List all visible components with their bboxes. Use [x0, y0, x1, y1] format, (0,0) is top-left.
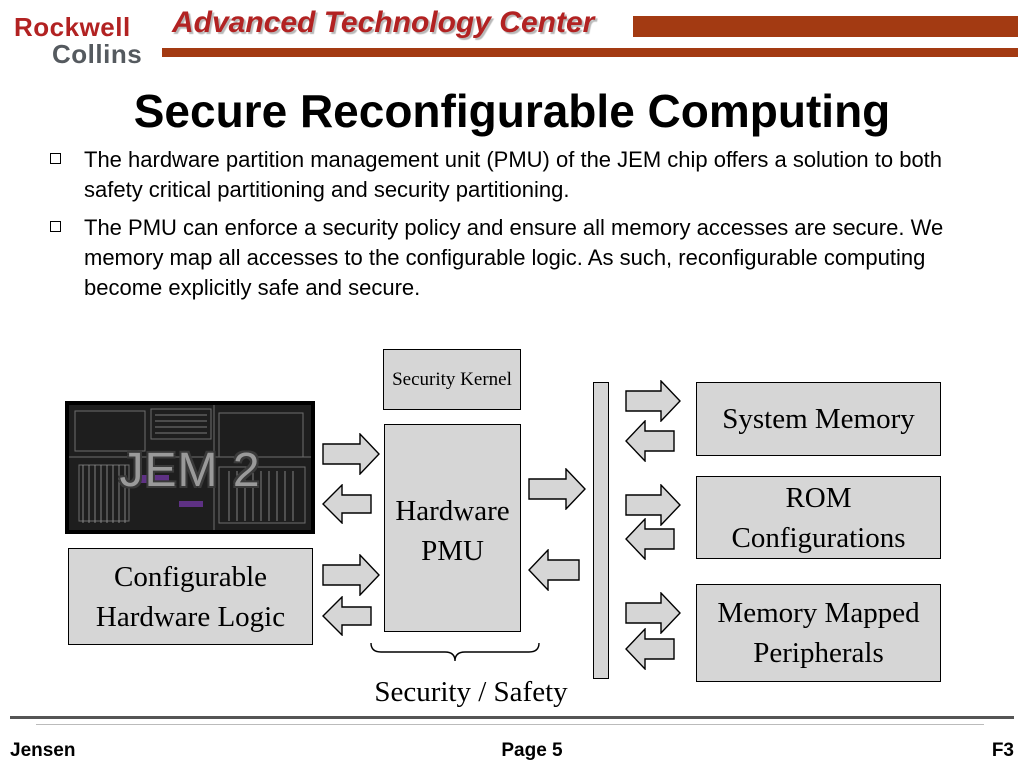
- section-title: Advanced Technology Center: [172, 6, 595, 39]
- square-bullet-icon: [50, 221, 61, 232]
- left-arrow-icon: [322, 596, 372, 636]
- footer-author: Jensen: [10, 740, 76, 761]
- footer-rule-thin: [36, 724, 984, 725]
- slide-title: Secure Reconfigurable Computing: [133, 85, 891, 137]
- hardware-pmu-box: Hardware PMU: [384, 424, 521, 632]
- bullet-item: The hardware partition management unit (…: [44, 145, 984, 205]
- footer-code: F3: [991, 740, 1014, 761]
- security-kernel-box: Security Kernel: [383, 349, 521, 410]
- rom-configurations-label: ROM Configurations: [731, 481, 906, 554]
- logo-rockwell-text: Rockwell: [14, 12, 131, 42]
- bullet-item: The PMU can enforce a security policy an…: [44, 213, 984, 303]
- right-arrow-icon: [322, 433, 380, 475]
- left-arrow-icon: [625, 628, 675, 670]
- bullet-list: The hardware partition management unit (…: [44, 145, 984, 311]
- security-kernel-label: Security Kernel: [392, 368, 512, 390]
- hardware-pmu-label: Hardware PMU: [395, 495, 510, 567]
- right-arrow-icon: [322, 554, 380, 596]
- rockwell-collins-logo: Rockwell Collins: [14, 10, 159, 69]
- memory-mapped-peripherals-box: Memory Mapped Peripherals: [696, 584, 941, 682]
- chip-label: JEM 2: [119, 444, 261, 497]
- memory-mapped-peripherals-label: Memory Mapped Peripherals: [717, 597, 920, 669]
- right-arrow-icon: [625, 592, 681, 634]
- system-memory-box: System Memory: [696, 382, 941, 456]
- curly-brace-icon: [370, 642, 540, 662]
- system-memory-label: System Memory: [722, 402, 915, 435]
- jem2-chip-image: JEM 2: [65, 401, 315, 534]
- system-bus: [593, 382, 609, 679]
- header-bar-thin: [162, 48, 1018, 57]
- footer-rule: [10, 716, 1014, 719]
- right-arrow-icon: [625, 484, 681, 526]
- configurable-hardware-logic-box: Configurable Hardware Logic: [68, 548, 313, 645]
- rom-configurations-box: ROM Configurations: [696, 476, 941, 559]
- square-bullet-icon: [50, 153, 61, 164]
- left-arrow-icon: [625, 420, 675, 462]
- footer-page-number: Page 5: [501, 740, 563, 761]
- header-bar-thick: [633, 16, 1018, 37]
- left-arrow-icon: [625, 518, 675, 560]
- configurable-hardware-logic-label: Configurable Hardware Logic: [95, 560, 286, 633]
- chip-die-graphic: [69, 405, 311, 530]
- left-arrow-icon: [528, 549, 580, 591]
- security-safety-label: Security / Safety: [374, 676, 568, 708]
- bullet-text: The hardware partition management unit (…: [84, 147, 943, 202]
- right-arrow-icon: [625, 380, 681, 422]
- logo-collins-text: Collins: [52, 39, 143, 69]
- bullet-text: The PMU can enforce a security policy an…: [84, 215, 944, 300]
- left-arrow-icon: [322, 484, 372, 524]
- right-arrow-icon: [528, 468, 586, 510]
